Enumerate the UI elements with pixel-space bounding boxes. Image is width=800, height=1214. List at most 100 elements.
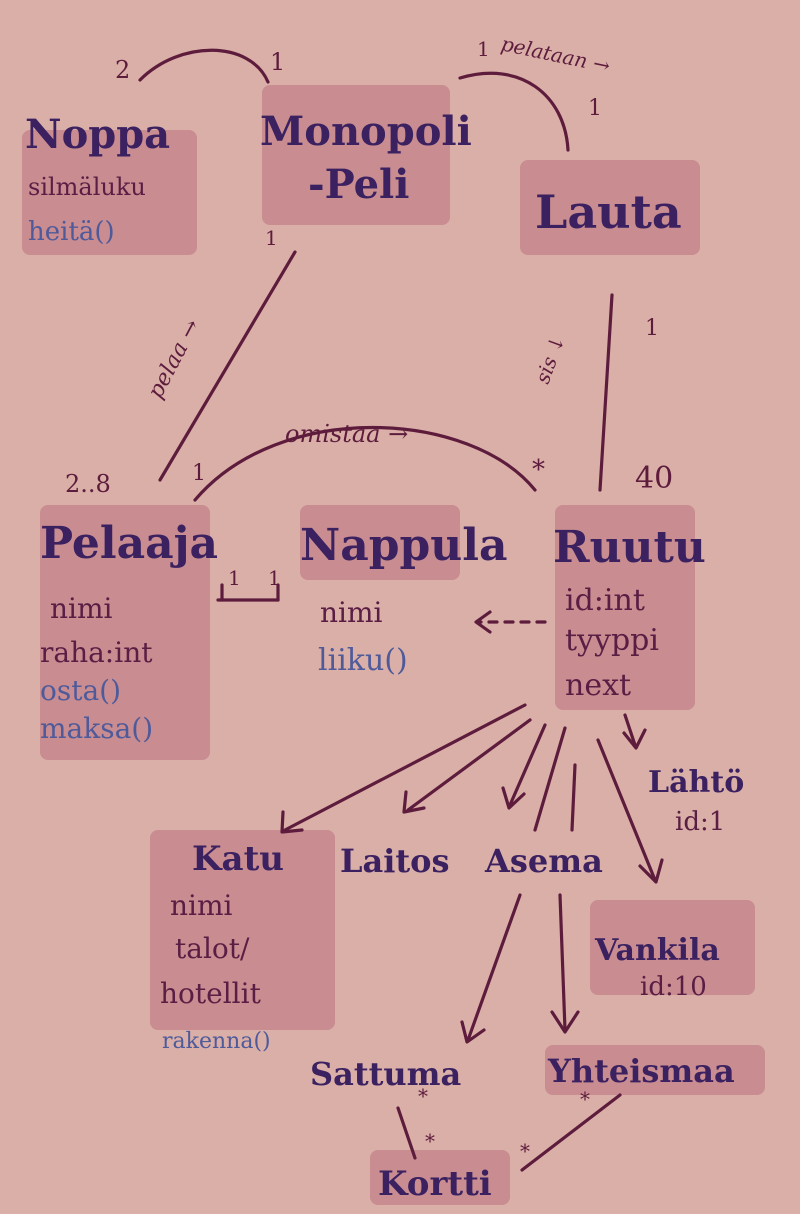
katu-attr-0: nimi bbox=[170, 889, 233, 922]
class-sattuma: Sattuma bbox=[310, 1055, 461, 1093]
lauta-hatch bbox=[520, 160, 700, 255]
lauta-ruutu-line bbox=[598, 293, 614, 492]
yhteismaa-kortti-mult-a: * bbox=[580, 1087, 590, 1111]
class-yhteismaa: Yhteismaa bbox=[547, 1052, 735, 1090]
monopoli-pelaaja-multiplicity: 1 bbox=[265, 226, 278, 250]
nappula-attr-0: nimi bbox=[320, 596, 383, 629]
sattuma-kortti-line bbox=[396, 1106, 417, 1160]
class-noppa: Noppa silmäluku heitä() bbox=[25, 111, 170, 247]
monopoli-lauta-line bbox=[458, 71, 570, 152]
omistaa-ruutu-multiplicity: * bbox=[532, 455, 545, 485]
pelaaja-nappula-multiplicity-a: 1 bbox=[228, 566, 241, 590]
noppa-monopoli-line bbox=[138, 48, 270, 84]
ruutu-hatch bbox=[555, 505, 695, 710]
vankila-attr-0: id:10 bbox=[640, 972, 707, 1002]
ruutu-attr-1: tyyppi bbox=[565, 623, 659, 658]
class-monopoli-peli: Monopoli -Peli bbox=[260, 108, 472, 208]
laitos-title: Laitos bbox=[340, 842, 450, 880]
pelaaja-nappula-ticks bbox=[220, 583, 280, 602]
class-katu: Katu nimi talot/ hotellit rakenna() bbox=[160, 839, 284, 1054]
omistaa-pelaaja-multiplicity: 1 bbox=[192, 461, 206, 486]
ruutu-lahto-line bbox=[623, 713, 637, 747]
ruutu-katu-line bbox=[283, 703, 527, 832]
katu-attr-2: hotellit bbox=[160, 977, 262, 1010]
asema-yhteismaa-line bbox=[558, 893, 567, 1032]
kortti-title: Kortti bbox=[378, 1164, 492, 1204]
ruutu-asema-line-3 bbox=[570, 763, 577, 832]
ruutu-attr-0: id:int bbox=[565, 583, 645, 618]
lahto-attr-0: id:1 bbox=[675, 807, 725, 837]
pelataan-label: pelataan → bbox=[499, 31, 613, 78]
monopoli-lauta-multiplicity: 1 bbox=[477, 37, 490, 61]
yhteismaa-arrowhead bbox=[550, 1010, 580, 1034]
pelaaja-hatch bbox=[40, 505, 210, 760]
katu-method-0: rakenna() bbox=[162, 1029, 271, 1054]
dependency-arrowhead bbox=[474, 610, 492, 634]
noppa-title: Noppa bbox=[25, 111, 170, 158]
asema-arrowhead bbox=[501, 786, 526, 810]
laitos-arrowhead bbox=[402, 790, 426, 814]
katu-arrowhead bbox=[280, 810, 304, 834]
monopoli-hatch bbox=[262, 85, 450, 225]
sattuma-arrowhead bbox=[460, 1020, 486, 1044]
monopoli-pelaaja-line bbox=[158, 250, 297, 482]
sattuma-kortti-mult-a: * bbox=[418, 1084, 428, 1108]
pelaaja-title: Pelaaja bbox=[40, 518, 218, 569]
ruutu-laitos-line bbox=[406, 718, 532, 812]
kortti-hatch bbox=[370, 1150, 510, 1205]
pelaaja-multiplicity: 2..8 bbox=[65, 470, 111, 498]
katu-attr-1: talot/ bbox=[175, 932, 250, 965]
katu-title: Katu bbox=[192, 839, 284, 879]
asema-sattuma-line bbox=[466, 893, 522, 1042]
omistaa-label: omistaa → bbox=[285, 420, 408, 448]
noppa-multiplicity: 2 bbox=[115, 56, 130, 84]
yhteismaa-title: Yhteismaa bbox=[547, 1052, 735, 1090]
lauta-ruutu-multiplicity: 1 bbox=[645, 316, 659, 341]
ruutu-asema-line-2 bbox=[533, 726, 567, 832]
vankila-arrowhead bbox=[638, 858, 664, 884]
pelaaja-attr-0: nimi bbox=[50, 592, 113, 625]
sattuma-title: Sattuma bbox=[310, 1055, 461, 1093]
sattuma-kortti-mult-b: * bbox=[425, 1129, 435, 1153]
class-ruutu: Ruutu id:int tyyppi next bbox=[553, 522, 706, 703]
class-lahto: Lähtö id:1 bbox=[648, 765, 744, 837]
lauta-top-multiplicity: 1 bbox=[588, 96, 602, 121]
pelaaja-attr-1: raha:int bbox=[40, 636, 153, 669]
lahto-arrowhead bbox=[622, 728, 647, 750]
vankila-hatch bbox=[590, 900, 755, 995]
noppa-attr-0: silmäluku bbox=[28, 173, 146, 201]
pelaa-label: pelaa → bbox=[143, 315, 205, 403]
yhteismaa-kortti-mult-b: * bbox=[520, 1139, 530, 1163]
nappula-title: Nappula bbox=[300, 520, 507, 571]
pelaaja-nappula-multiplicity-b: 1 bbox=[268, 566, 281, 590]
ruutu-asema-line bbox=[508, 723, 547, 807]
sis-label: sis ↓ bbox=[530, 331, 570, 386]
noppa-hatch bbox=[22, 130, 197, 255]
class-pelaaja: Pelaaja nimi raha:int osta() maksa() bbox=[40, 518, 218, 745]
vankila-title: Vankila bbox=[594, 933, 720, 968]
nappula-hatch bbox=[300, 505, 460, 580]
yhteismaa-kortti-line bbox=[520, 1093, 622, 1172]
ruutu-title: Ruutu bbox=[553, 522, 706, 573]
monopoli-title-line-2: -Peli bbox=[308, 161, 409, 208]
class-laitos: Laitos bbox=[340, 842, 450, 880]
yhteismaa-hatch bbox=[545, 1045, 765, 1095]
nappula-method-0: liiku() bbox=[318, 643, 408, 678]
katu-hatch bbox=[150, 830, 335, 1030]
ruutu-multiplicity: 40 bbox=[635, 461, 673, 496]
class-lauta: Lauta bbox=[535, 185, 682, 239]
class-kortti: Kortti bbox=[378, 1164, 492, 1204]
pelaaja-method-1: maksa() bbox=[40, 712, 153, 745]
lauta-title: Lauta bbox=[535, 185, 682, 239]
ruutu-attr-2: next bbox=[565, 668, 631, 703]
pelaaja-method-0: osta() bbox=[40, 674, 121, 707]
lahto-title: Lähtö bbox=[648, 765, 744, 800]
monopoli-noppa-multiplicity: 1 bbox=[270, 48, 285, 76]
ruutu-vankila-line bbox=[596, 738, 657, 882]
monopoli-title-line-1: Monopoli bbox=[260, 108, 472, 155]
connectors bbox=[138, 48, 664, 1172]
asema-title: Asema bbox=[484, 842, 603, 880]
hatch-backgrounds bbox=[22, 85, 765, 1205]
